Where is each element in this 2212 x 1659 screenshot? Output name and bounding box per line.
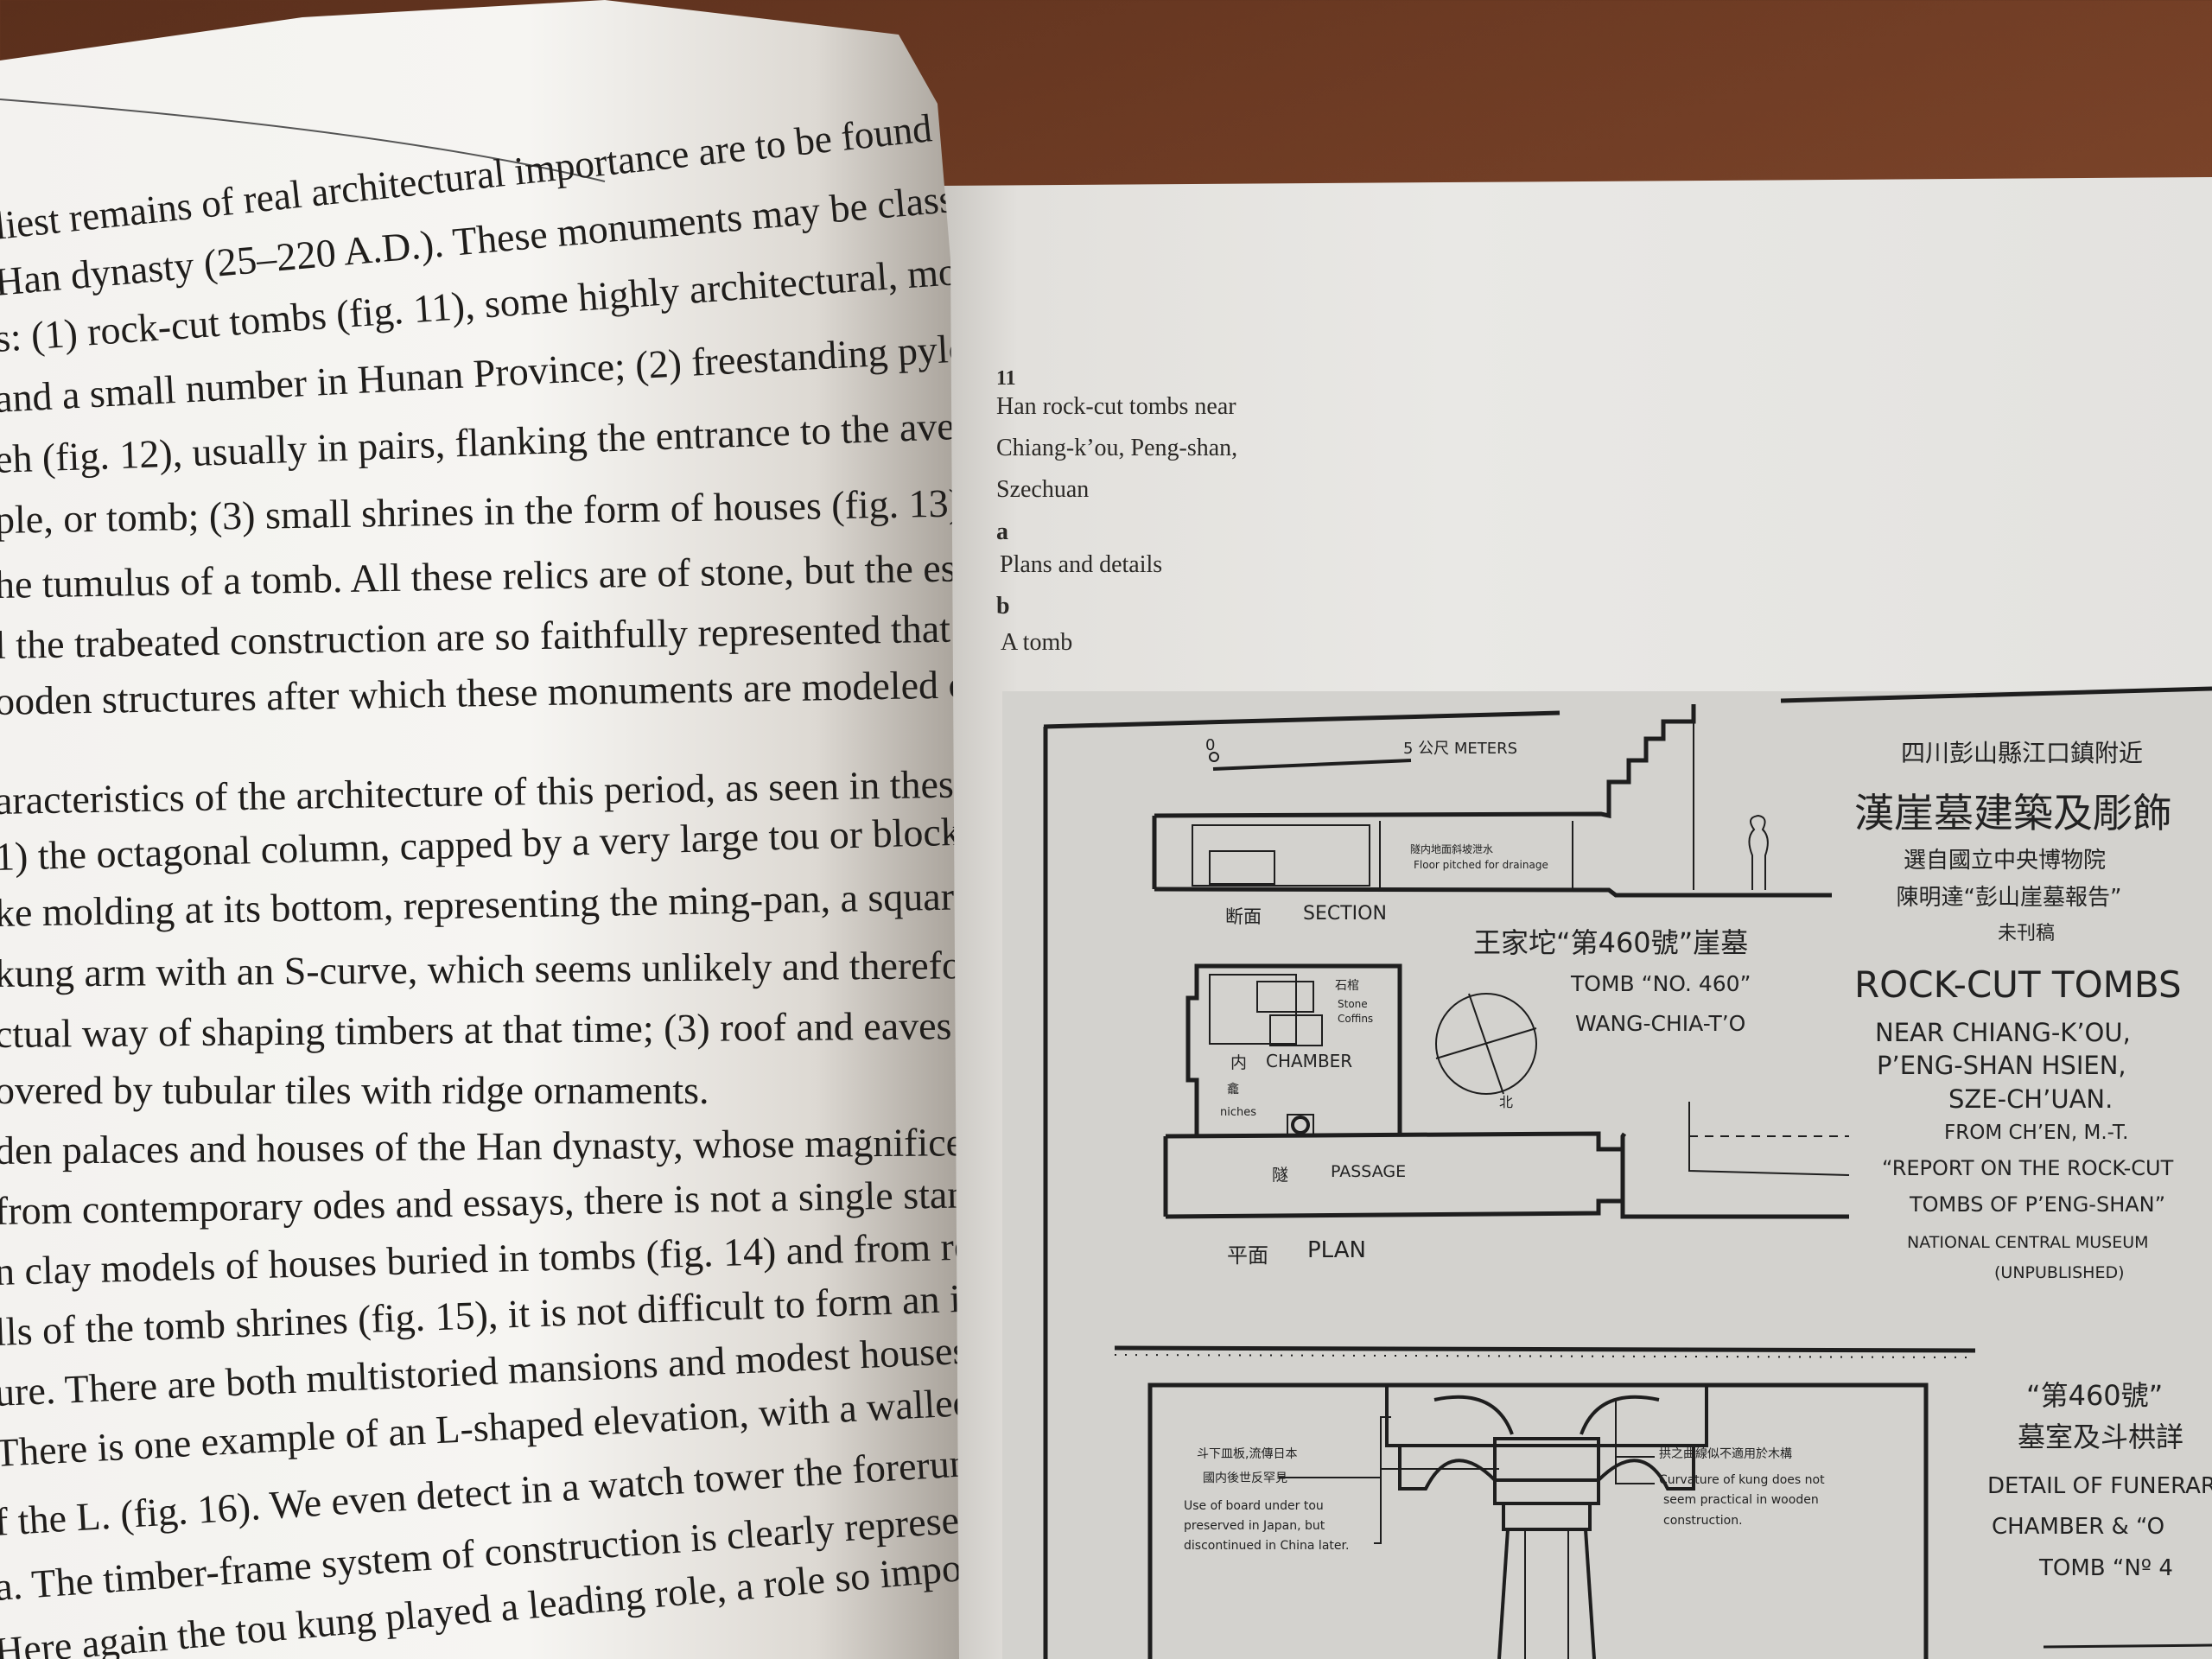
caption-a-text: Plans and details bbox=[1000, 551, 1163, 578]
title-block-line: SZE-CH’UAN. bbox=[1948, 1084, 2113, 1114]
section-label: SECTION bbox=[1303, 903, 1387, 925]
title-block-heading: ROCK-CUT TOMBS bbox=[1854, 963, 2182, 1006]
title-block-line: TOMBS OF P’ENG-SHAN” bbox=[1910, 1192, 2166, 1217]
caption-line: Szechuan bbox=[996, 476, 1090, 503]
detail-title-line: TOMB “Nº 4 bbox=[2039, 1555, 2173, 1581]
plan-label: PLAN bbox=[1307, 1237, 1366, 1263]
north-compass bbox=[1435, 993, 1537, 1095]
title-block-line: NATIONAL CENTRAL MUSEUM bbox=[1907, 1233, 2149, 1252]
section-drawing bbox=[1152, 704, 1832, 898]
title-block-line: FROM CH’EN, M.-T. bbox=[1944, 1122, 2129, 1144]
caption-line: Chiang-k’ou, Peng-shan, bbox=[996, 435, 1238, 461]
passage-label-cn: 隧 bbox=[1272, 1166, 1289, 1185]
text-line: he tumulus of a tomb. All these relics a… bbox=[0, 543, 959, 607]
detail-note-left: Use of board under tou bbox=[1184, 1499, 1324, 1513]
title-block-line: 未刊稿 bbox=[1997, 923, 2056, 944]
figure-number: 11 bbox=[996, 367, 1016, 390]
text-line: kung arm with an S-curve, which seems un… bbox=[0, 942, 959, 995]
left-page-text: liest remains of real architectural impo… bbox=[0, 0, 959, 1659]
north-label: 北 bbox=[1499, 1094, 1514, 1110]
plan-label-cn: 平面 bbox=[1227, 1243, 1268, 1268]
floor-note: Floor pitched for drainage bbox=[1414, 859, 1548, 871]
title-block-line: 四川彭山縣江口鎮附近 bbox=[1900, 739, 2144, 767]
detail-note-right: seem practical in wooden bbox=[1663, 1493, 1819, 1507]
caption-a-label: a bbox=[996, 518, 1008, 545]
chamber-label-cn: 内 bbox=[1230, 1053, 1248, 1072]
text-line: from contemporary odes and essays, there… bbox=[0, 1170, 959, 1233]
caption-b-text: A tomb bbox=[1001, 629, 1073, 656]
plan-drawing bbox=[1163, 963, 1849, 1219]
detail-drawing bbox=[1114, 1345, 2212, 1659]
detail-title-line: CHAMBER & “O bbox=[1992, 1514, 2165, 1540]
text-line: ctual way of shaping timbers at that tim… bbox=[0, 1002, 959, 1056]
detail-title-line: “第460號” bbox=[2026, 1379, 2164, 1412]
detail-note-right: construction. bbox=[1663, 1514, 1743, 1528]
title-block-line: 陳明達“彭山崖墓報告” bbox=[1896, 885, 2122, 911]
scale-label: 5 公尺 METERS bbox=[1403, 740, 1518, 758]
niche-label: niches bbox=[1220, 1106, 1257, 1119]
title-block-line: “REPORT ON THE ROCK-CUT bbox=[1882, 1156, 2174, 1180]
title-block-line: P’ENG-SHAN HSIEN, bbox=[1877, 1051, 2126, 1080]
caption-b-label: b bbox=[996, 593, 1010, 620]
scale-bar bbox=[1212, 759, 1412, 771]
title-block-line: 漢崖墓建築及彫飾 bbox=[1854, 790, 2172, 836]
title-block-line: 選自國立中央博物院 bbox=[1903, 848, 2107, 874]
drawing-plate bbox=[1002, 691, 2212, 1659]
text-line: ooden structures after which these monum… bbox=[0, 660, 959, 723]
text-line: ke molding at its bottom, representing t… bbox=[0, 872, 959, 935]
niche-label-cn: 龕 bbox=[1227, 1083, 1239, 1096]
tomb-title: TOMB “NO. 460” bbox=[1571, 971, 1751, 996]
passage-label: PASSAGE bbox=[1331, 1162, 1407, 1181]
detail-title-line: DETAIL OF FUNERARY bbox=[1987, 1473, 2212, 1499]
text-line: ple, or tomb; (3) small shrines in the f… bbox=[0, 479, 959, 542]
running-rule bbox=[0, 99, 606, 182]
detail-note-left-cn: 國内後世反罕見 bbox=[1203, 1471, 1287, 1485]
tomb-title-cn: 王家坨“第460號”崖墓 bbox=[1473, 926, 1749, 959]
scale-zero: 0 bbox=[1205, 736, 1216, 754]
text-line: l the trabeated construction are so fait… bbox=[0, 604, 959, 667]
coffin-label-2: Coffins bbox=[1338, 1013, 1374, 1025]
section-label-cn: 断面 bbox=[1225, 906, 1262, 927]
coffin-label-cn: 石棺 bbox=[1335, 979, 1359, 993]
tomb-place: WANG-CHIA-T’O bbox=[1575, 1011, 1746, 1036]
coffin-label-1: Stone bbox=[1338, 998, 1368, 1010]
detail-note-left: preserved in Japan, but bbox=[1184, 1519, 1325, 1533]
floor-note-cn: 隧内地面斜坡泄水 bbox=[1410, 843, 1494, 855]
text-line: den palaces and houses of the Han dynast… bbox=[0, 1119, 959, 1173]
detail-note-left: discontinued in China later. bbox=[1184, 1539, 1350, 1553]
detail-title-line: 墓室及斗栱詳 bbox=[2018, 1421, 2184, 1453]
chamber-label: CHAMBER bbox=[1266, 1051, 1353, 1071]
detail-note-right-cn: 拱之曲線似不適用於木構 bbox=[1659, 1447, 1792, 1461]
text-line: overed by tubular tiles with ridge ornam… bbox=[0, 1068, 709, 1112]
caption-line: Han rock-cut tombs near bbox=[996, 393, 1236, 420]
detail-note-left-cn: 斗下皿板,流傳日本 bbox=[1197, 1447, 1298, 1461]
title-block-line: NEAR CHIANG-K’OU, bbox=[1875, 1018, 2131, 1047]
title-block-line: (UNPUBLISHED) bbox=[1994, 1263, 2125, 1282]
detail-note-right: Curvature of kung does not bbox=[1659, 1473, 1825, 1487]
